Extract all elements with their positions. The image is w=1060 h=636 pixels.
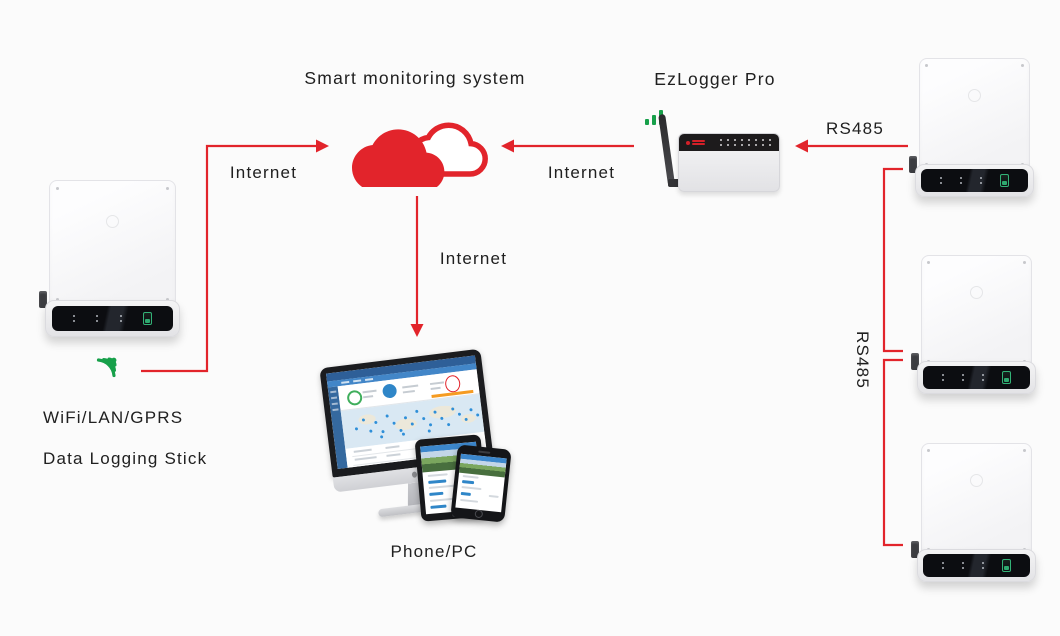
label-data-logging-stick: Data Logging Stick — [43, 449, 208, 468]
led-indicator — [119, 314, 122, 322]
brand-logo-icon — [692, 140, 705, 145]
ezlogger-led-strip — [679, 134, 779, 151]
antenna-joint — [668, 179, 680, 187]
inverter-display-panel — [51, 305, 173, 331]
inverter-display-housing — [45, 300, 180, 337]
phone-pc-devices — [319, 348, 528, 523]
inverter-front-panel — [48, 180, 176, 309]
rs485-port — [911, 541, 919, 558]
label-wifi-lan-gprs: WiFi/LAN/GPRS — [43, 408, 184, 427]
inverter-right-2 — [911, 255, 1036, 395]
label-internet-right: Internet — [547, 163, 616, 182]
inverter-right-3 — [911, 443, 1036, 583]
highlight-circle-annotation — [444, 374, 462, 394]
phone-app-screen — [455, 453, 507, 513]
inverter-right-1 — [909, 58, 1034, 198]
antenna-icon — [658, 113, 675, 185]
battery-indicator-icon — [1002, 558, 1012, 572]
rs485-port — [911, 353, 919, 370]
status-ring-icon — [346, 389, 364, 407]
title-smart-monitoring: Smart monitoring system — [304, 68, 526, 88]
rs485-port — [909, 156, 917, 173]
brand-mark-icon — [106, 215, 120, 229]
screw-icon — [55, 187, 59, 190]
ezlogger-body — [678, 133, 780, 192]
led-grid — [720, 139, 771, 146]
screw-icon — [166, 298, 169, 302]
led-indicator — [73, 314, 76, 322]
led-indicator — [96, 314, 99, 322]
battery-indicator-icon — [1000, 173, 1010, 187]
smartphone-device — [450, 444, 512, 523]
label-rs485-bus: RS485 — [853, 331, 872, 389]
battery-indicator-icon — [1002, 370, 1012, 384]
battery-indicator-icon — [142, 311, 152, 325]
label-rs485-arrow: RS485 — [826, 119, 884, 138]
screw-icon — [166, 187, 169, 190]
inverter-left — [39, 180, 180, 338]
label-internet-left: Internet — [229, 163, 298, 182]
stat-circle-icon — [381, 383, 398, 399]
screw-icon — [55, 298, 59, 302]
wifi-signal-icon — [92, 350, 124, 382]
title-ezlogger-pro: EzLogger Pro — [654, 69, 776, 89]
label-internet-down: Internet — [439, 249, 508, 268]
label-phone-pc: Phone/PC — [390, 542, 478, 561]
ezlogger-device — [642, 100, 787, 198]
home-button — [474, 509, 484, 519]
cloud-icon — [348, 103, 493, 191]
speaker-slot — [478, 450, 491, 454]
rs485-port — [39, 290, 47, 308]
brand-dot-icon — [686, 140, 690, 145]
